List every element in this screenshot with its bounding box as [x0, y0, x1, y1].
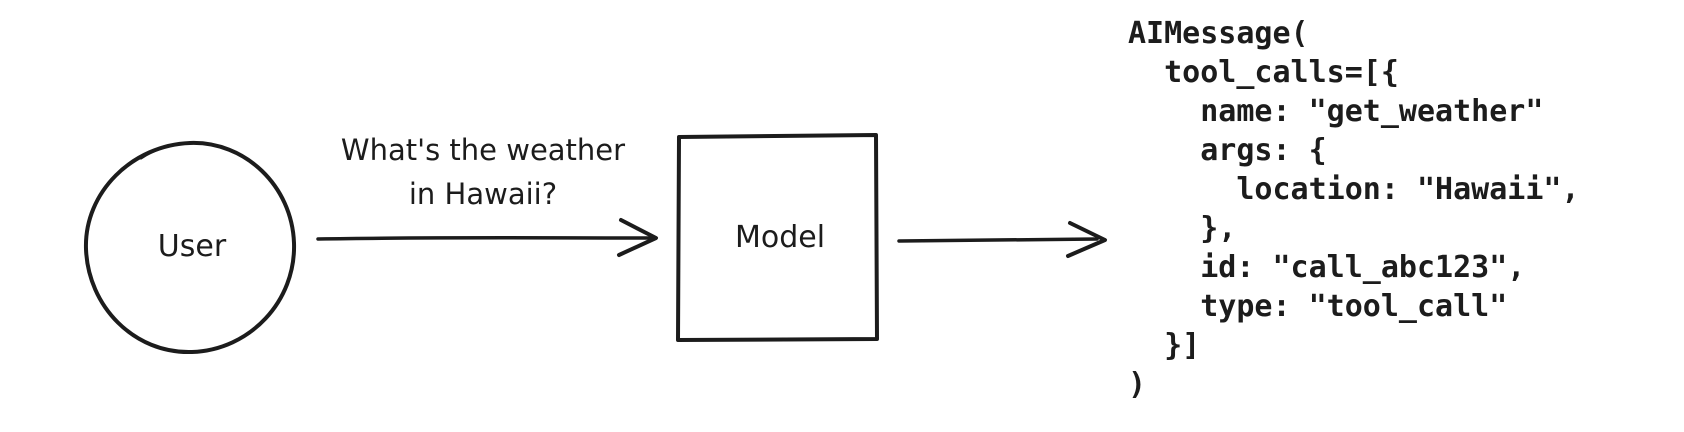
arrow-model-to-output-shaft [897, 237, 1099, 243]
arrow-model-to-output-head [1066, 221, 1107, 258]
aimessage-code-block: AIMessage( tool_calls=[{ name: "get_weat… [1128, 16, 1580, 402]
model-box [676, 133, 879, 342]
user-message-line2: in Hawaii? [408, 177, 558, 211]
user-message-label: What's the weather in Hawaii? [341, 128, 625, 216]
user-circle [83, 140, 297, 355]
arrow-user-to-model-head [617, 218, 658, 257]
user-node-label: User [157, 229, 227, 264]
user-circle-overlap-stroke [139, 141, 194, 160]
model-node-label: Model [734, 220, 826, 255]
user-message-line1: What's the weather [340, 133, 626, 167]
arrow-user-to-model-shaft [316, 236, 652, 241]
